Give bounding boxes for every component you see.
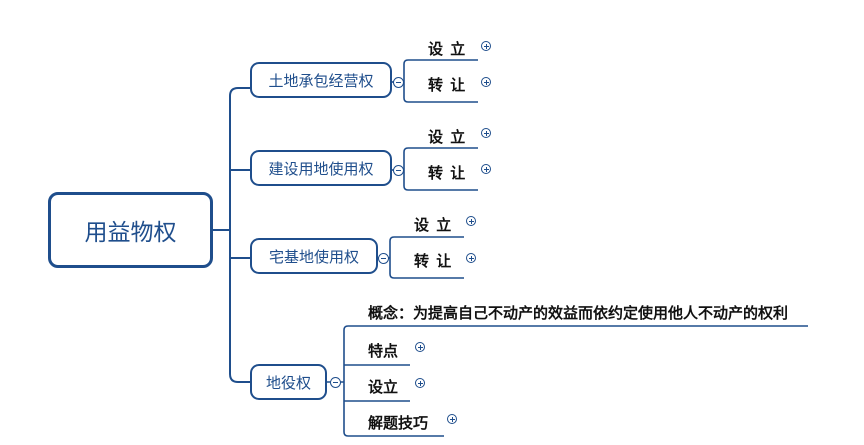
leaf-transfer[interactable]: 转 让 [414,252,453,270]
plus-circle-icon[interactable] [415,342,425,352]
plus-circle-icon[interactable] [415,378,425,388]
leaf-setup[interactable]: 设 立 [428,128,467,146]
branch-node-land-contract[interactable]: 土地承包经营权 [250,62,392,98]
root-node[interactable]: 用益物权 [48,192,213,268]
minus-circle-icon[interactable] [393,165,404,176]
leaf-setup[interactable]: 设 立 [428,40,467,58]
minus-circle-icon[interactable] [393,77,404,88]
leaf-concept[interactable]: 概念：为提高自己不动产的效益而依约定使用他人不动产的权利 [368,304,789,322]
leaf-problem-solving-tips[interactable]: 解题技巧 [368,414,429,432]
plus-circle-icon[interactable] [466,253,476,263]
plus-circle-icon[interactable] [481,164,491,174]
plus-circle-icon[interactable] [481,41,491,51]
plus-circle-icon[interactable] [466,216,476,226]
branch-node-easement[interactable]: 地役权 [250,364,327,400]
plus-circle-icon[interactable] [481,128,491,138]
leaf-features[interactable]: 特点 [368,342,399,360]
leaf-setup[interactable]: 设立 [368,378,399,396]
plus-circle-icon[interactable] [447,414,457,424]
leaf-setup[interactable]: 设 立 [414,216,453,234]
minus-circle-icon[interactable] [378,253,389,264]
branch-node-homestead[interactable]: 宅基地使用权 [250,238,378,274]
leaf-transfer[interactable]: 转 让 [428,164,467,182]
leaf-transfer[interactable]: 转 让 [428,76,467,94]
branch-node-construction-land[interactable]: 建设用地使用权 [250,150,392,186]
plus-circle-icon[interactable] [481,77,491,87]
minus-circle-icon[interactable] [330,377,341,388]
